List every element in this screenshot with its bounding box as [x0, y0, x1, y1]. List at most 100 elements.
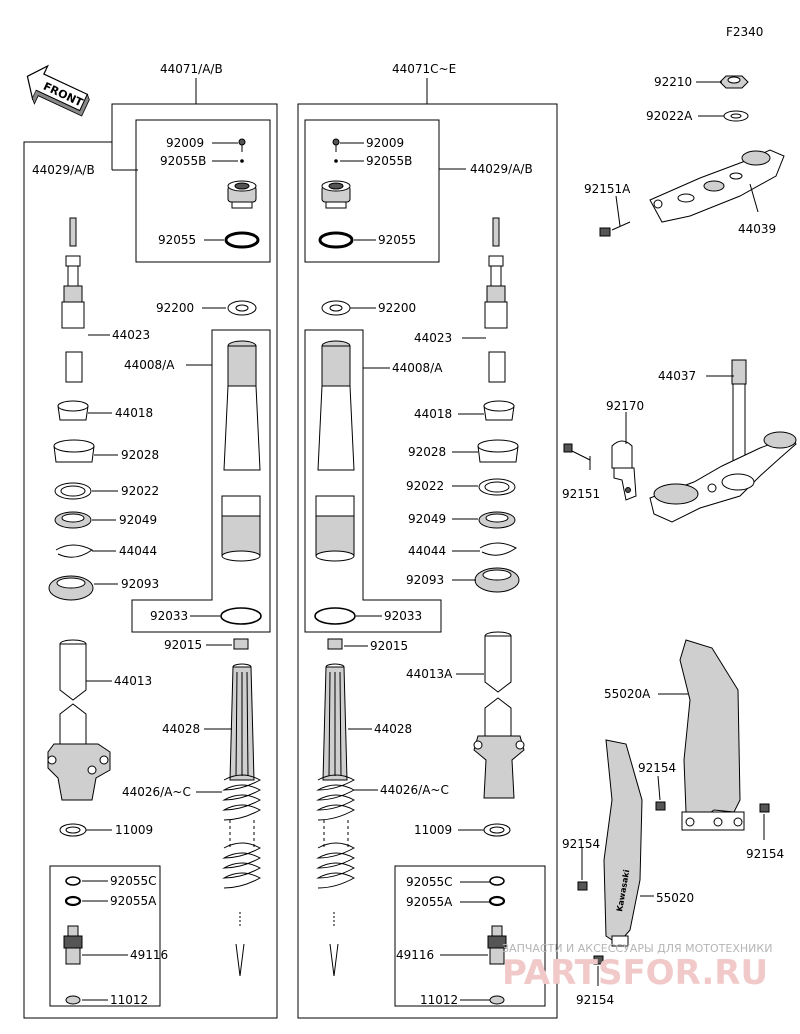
- front-arrow-icon: FRONT: [26, 64, 90, 117]
- left-pipe-44028-part: [229, 663, 255, 781]
- label-right-92028: 92028: [408, 445, 446, 459]
- watermark-tagline: ЗАПЧАСТИ И АКСЕССУАРЫ ДЛЯ МОТОТЕХНИКИ: [502, 942, 772, 955]
- label-right-92009: 92009: [366, 136, 404, 150]
- left-oring-92055-part: [224, 231, 260, 249]
- label-left-92055: 92055: [158, 233, 196, 247]
- label-left-92009: 92009: [166, 136, 204, 150]
- right-outer-tube-44013a-part: [473, 631, 525, 799]
- label-right-92055a: 92055A: [406, 895, 453, 909]
- right-rod-44023-part: [484, 217, 508, 383]
- label-44039: 44039: [738, 222, 776, 236]
- label-left-92028: 92028: [121, 448, 159, 462]
- label-right-49116: 49116: [396, 948, 434, 962]
- label-92154-b: 92154: [746, 847, 784, 861]
- bolt-92151a-part: [599, 221, 631, 237]
- label-left-44013: 44013: [114, 674, 152, 688]
- fork-guard-55020a-part: [679, 639, 745, 831]
- right-nut-11012-part: [489, 995, 505, 1005]
- label-left-44018: 44018: [115, 406, 153, 420]
- left-oring-92055a-part: [64, 895, 82, 907]
- left-oring-92055c-part: [65, 876, 81, 886]
- label-55020a: 55020A: [604, 687, 651, 701]
- left-ring-92033-part: [220, 607, 262, 625]
- label-44037: 44037: [658, 369, 696, 383]
- label-left-92055c: 92055C: [110, 874, 157, 888]
- left-spring-44026-part: [222, 774, 262, 889]
- left-valve-subframe: [49, 865, 161, 1007]
- label-92154-a: 92154: [638, 761, 676, 775]
- label-right-92093: 92093: [406, 573, 444, 587]
- left-rod-44023-part: [61, 217, 85, 383]
- right-assembly-frame: [297, 103, 558, 1019]
- bolt-92154-b-part: [759, 803, 770, 813]
- label-right-11012: 11012: [420, 993, 458, 1007]
- stem-44037-part: [649, 359, 797, 523]
- label-92022a: 92022A: [646, 109, 693, 123]
- left-cap-bolt-part: [238, 138, 246, 152]
- label-left-44008: 44008/A: [124, 358, 175, 372]
- right-pipe-44028-part: [322, 663, 348, 781]
- left-washer-92055b-part: [240, 159, 244, 163]
- right-ring-44044-part: [479, 542, 517, 556]
- label-right-92049: 92049: [408, 512, 446, 526]
- left-arrow-down-icon: [235, 943, 245, 977]
- label-left-11012: 11012: [110, 993, 148, 1007]
- bolt-92151-part: [563, 443, 591, 461]
- label-left-92055b: 92055B: [160, 154, 206, 168]
- label-right-44023: 44023: [414, 331, 452, 345]
- label-left-44029: 44029/A/B: [32, 163, 95, 177]
- label-92210: 92210: [654, 75, 692, 89]
- label-92170: 92170: [606, 399, 644, 413]
- left-washer-92200-part: [227, 300, 257, 316]
- right-fork-cap-part: [321, 180, 351, 209]
- label-left-92015: 92015: [164, 638, 202, 652]
- right-nut-92015-part: [327, 638, 343, 650]
- right-gasket-11009-part: [483, 823, 511, 837]
- left-cartridge-44008-part: [221, 340, 261, 562]
- right-cartridge-subframe: [304, 329, 442, 633]
- right-spring-44026-part: [316, 774, 356, 889]
- label-92154-d: 92154: [576, 993, 614, 1007]
- right-cap-subframe: [304, 119, 440, 263]
- washer-92022a-part: [723, 110, 749, 122]
- right-washer-92200-part: [321, 300, 351, 316]
- right-oring-92055-part: [318, 231, 354, 249]
- right-ring-92033-part: [314, 607, 356, 625]
- label-right-92022: 92022: [406, 479, 444, 493]
- left-ring-44044-part: [55, 544, 93, 558]
- left-nut-11012-part: [65, 995, 81, 1005]
- label-right-44044: 44044: [408, 544, 446, 558]
- label-right-92055: 92055: [378, 233, 416, 247]
- clamp-92170-part: [611, 440, 637, 501]
- left-washer-92022-part: [54, 482, 92, 500]
- label-left-92049: 92049: [119, 513, 157, 527]
- label-92151: 92151: [562, 487, 600, 501]
- left-outer-tube-44013-part: [47, 639, 111, 801]
- right-washer-92055b-part: [334, 159, 338, 163]
- label-right-11009: 11009: [414, 823, 452, 837]
- label-left-92093: 92093: [121, 577, 159, 591]
- right-cap-bolt-part: [332, 138, 340, 152]
- bolt-92154-a-part: [655, 801, 666, 811]
- right-oring-92055c-part: [489, 876, 505, 886]
- left-assembly-label: 44071/A/B: [160, 62, 223, 76]
- label-left-92022: 92022: [121, 484, 159, 498]
- bolt-92154-c-part: [577, 881, 588, 891]
- right-valve-49116-part: [487, 925, 507, 965]
- right-valve-subframe: [394, 865, 546, 1007]
- label-left-92055a: 92055A: [110, 894, 157, 908]
- label-right-92055c: 92055C: [406, 875, 453, 889]
- label-92154-c: 92154: [562, 837, 600, 851]
- label-left-92033: 92033: [150, 609, 188, 623]
- left-fork-cap-part: [227, 180, 257, 209]
- label-55020: 55020: [656, 891, 694, 905]
- label-right-44013a: 44013A: [406, 667, 453, 681]
- right-cartridge-44008-part: [315, 340, 355, 562]
- label-right-44026: 44026/A~C: [380, 783, 449, 797]
- leader-lines: [82, 81, 765, 1001]
- fork-guard-55020-part: Kawasaki: [603, 739, 643, 947]
- label-left-44023: 44023: [112, 328, 150, 342]
- right-washer-92022-part: [478, 478, 516, 496]
- right-assembly-label: 44071C~E: [392, 62, 456, 76]
